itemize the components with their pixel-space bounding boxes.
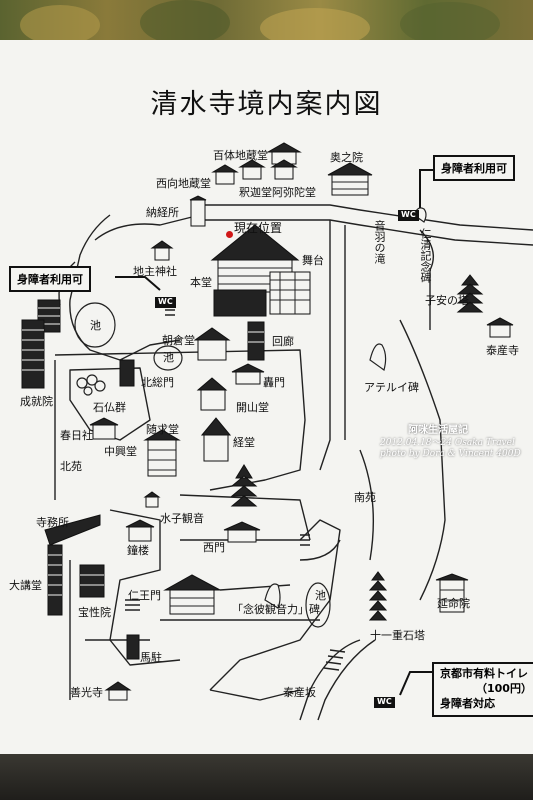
label-enmeiin: 延命院	[437, 597, 470, 610]
you-are-here-marker	[226, 231, 233, 238]
label-ike1: 池	[90, 319, 101, 332]
toilet-info-line3: 身障者対応	[440, 696, 495, 710]
map-title: 清水寺境内案内図	[150, 89, 383, 120]
label-jishu: 地主神社	[133, 265, 177, 278]
wc-marker-left: WC	[155, 297, 176, 308]
label-zuigudo: 随求堂	[146, 423, 179, 436]
watermark-line2: photo by Dora & Vincent 400D	[380, 448, 521, 459]
label-niomon: 仁王門	[128, 589, 161, 602]
label-amidado: 阿弥陀堂	[272, 186, 316, 199]
toilet-info-line1: 京都市有料トイレ	[440, 667, 528, 680]
label-ninsei: 仁清記念碑	[419, 228, 432, 283]
label-okunoin: 奥之院	[330, 151, 363, 164]
accessible-box-left: 身障者利用可	[9, 266, 91, 292]
background-trees	[0, 0, 533, 50]
label-hyakutai: 百体地蔵堂	[213, 149, 268, 162]
label-hokan: 宝性院	[78, 606, 111, 619]
floor	[0, 754, 533, 800]
label-minamien: 南苑	[354, 491, 376, 504]
label-taisanzaka: 泰産坂	[283, 686, 316, 699]
label-taisanji: 泰産寺	[486, 344, 519, 357]
label-asakura: 朝倉堂	[162, 334, 195, 347]
label-kyodo: 経堂	[233, 436, 255, 449]
toilet-info-box: 京都市有料トイレ （100円） 身障者対応	[432, 662, 533, 717]
label-kaisando: 開山堂	[236, 401, 269, 414]
label-nenpi: 「念彼観音力」碑	[232, 603, 320, 616]
watermark: 阿咪生活屋記 2012.04.18～24 Osaka Travel photo …	[380, 425, 521, 460]
toilet-info-line2: （100円）	[476, 681, 532, 695]
label-mizuko: 水子観音	[160, 512, 204, 525]
label-jojuin: 成就院	[20, 395, 53, 408]
label-chukodo: 中興堂	[104, 445, 137, 458]
label-zenkoji: 善光寺	[70, 686, 103, 699]
accessible-box-top-right: 身障者利用可	[433, 155, 515, 181]
watermark-line1: 2012.04.18～24 Osaka Travel	[380, 437, 515, 448]
label-ike2: 池	[163, 351, 174, 364]
label-hondo: 本堂	[190, 276, 212, 289]
label-sekibutsu: 石仏群	[93, 401, 126, 414]
wc-marker-bottom: WC	[374, 697, 395, 708]
label-kasuga: 春日社	[60, 429, 93, 442]
label-saimon: 西門	[203, 541, 225, 554]
label-koyasu: 子安の塔	[425, 294, 469, 307]
label-kairo: 回廊	[272, 335, 294, 348]
label-ike3: 池	[315, 589, 326, 602]
label-butai: 舞台	[302, 254, 324, 267]
wc-marker-top: WC	[398, 210, 419, 221]
label-aterui: アテルイ碑	[364, 381, 419, 394]
label-shakado: 釈迦堂	[239, 186, 272, 199]
label-jimusho: 寺務所	[36, 516, 69, 529]
label-kitaen: 北苑	[60, 460, 82, 473]
label-shoro: 鐘楼	[127, 544, 149, 557]
label-nokyosho: 納経所	[146, 206, 179, 219]
label-todoromon: 轟門	[263, 376, 285, 389]
label-kitasomon: 北総門	[141, 376, 174, 389]
label-nishimuki: 西向地蔵堂	[156, 177, 211, 190]
watermark-title: 阿咪生活屋記	[408, 425, 468, 436]
label-jyuichi: 十一重石塔	[370, 629, 425, 642]
you-are-here-label: 現在位置	[234, 221, 283, 235]
label-otowa: 音羽の滝	[373, 220, 386, 264]
label-umatodome: 馬駐	[140, 651, 162, 664]
label-daikodo: 大講堂	[9, 579, 42, 592]
